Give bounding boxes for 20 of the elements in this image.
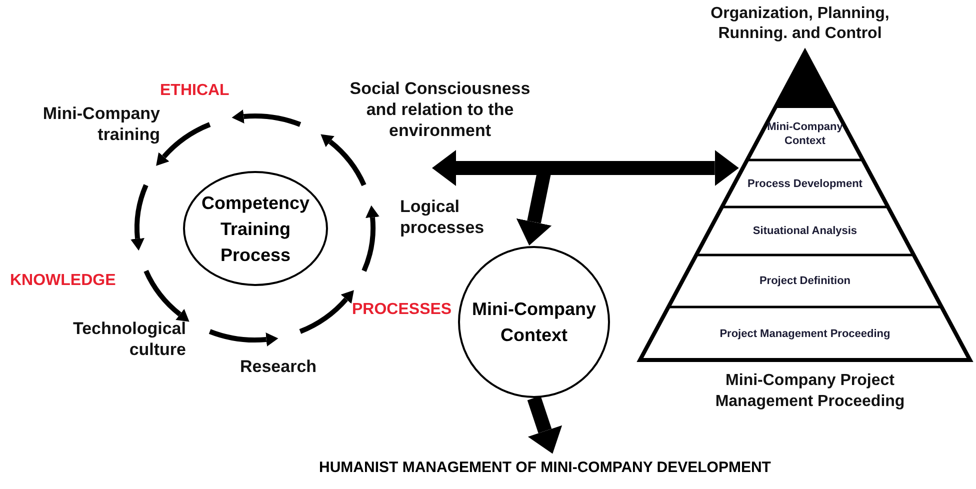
block-arrow [432,150,739,186]
ellipse-node: Mini-Company Context [458,246,610,398]
text-label: Social Consciousness and relation to the environment [348,78,532,141]
text-label: Research [240,356,317,377]
text-label: Logical processes [400,196,486,238]
ellipse-node: Competency Training Process [183,171,328,286]
text-label: Technological culture [72,318,186,360]
pyramid-layer: Project Management Proceeding [660,309,950,358]
text-label: Mini-Company training [42,103,160,145]
pyramid-caption: Mini-Company Project Management Proceeding [714,371,906,412]
block-arrow [527,396,562,454]
conclusion-text: HUMANIST MANAGEMENT OF MINI-COMPANY DEVELOPMENT [319,459,771,476]
pyramid-layer: Situational Analysis [715,209,895,253]
pyramid-layer: Project Definition [688,257,922,305]
category-label: KNOWLEDGE [10,271,116,291]
category-label: ETHICAL [160,81,230,101]
pyramid-layer: Mini-Company Context [767,110,843,158]
pyramid-layer: Process Development [740,162,870,205]
pyramid-heading: Organization, Planning, Running. and Control [710,4,890,44]
category-label: PROCESSES [352,300,452,320]
